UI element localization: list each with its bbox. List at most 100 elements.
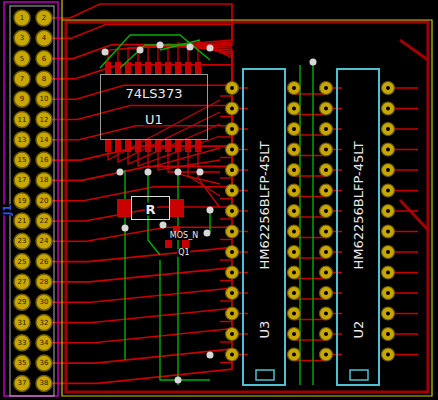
copper-trace (44, 61, 232, 160)
copper-trace (220, 321, 232, 322)
copper-trace (108, 40, 232, 62)
pad-hole (230, 291, 234, 295)
smd-pad (185, 140, 191, 152)
dip-pad (382, 266, 395, 279)
pin-number: 1 (20, 14, 24, 22)
header-pad (36, 233, 52, 249)
header-pad (36, 152, 52, 168)
smd-pad (165, 140, 171, 152)
header-pad (36, 193, 52, 209)
pin-number: 11 (18, 116, 27, 124)
header-pad (14, 71, 30, 87)
dip-pad (320, 266, 333, 279)
reference-designator: U2 (352, 320, 365, 340)
dip-pad (320, 287, 333, 300)
pad-hole (324, 230, 328, 234)
copper-trace (188, 42, 232, 62)
pad-hole (292, 127, 296, 131)
pad-hole (324, 189, 328, 193)
dip-pad (226, 287, 239, 300)
dip-pad (382, 205, 395, 218)
header-pad (36, 112, 52, 128)
copper-trace (220, 157, 232, 158)
header-pad (36, 71, 52, 87)
copper-trace (44, 67, 232, 201)
dip-pad (226, 266, 239, 279)
pad-hole (292, 271, 296, 275)
transistor-symbol: MOS_NQ1 (156, 226, 212, 260)
dip-pad (320, 246, 333, 259)
copper-trace (44, 55, 232, 120)
dip-pad (288, 266, 301, 279)
pin-number: 31 (18, 319, 27, 327)
dip-pad (288, 184, 301, 197)
copper-trace (188, 152, 220, 196)
pin-number: 15 (18, 156, 27, 164)
header-pad (36, 91, 52, 107)
dip-pad (226, 102, 239, 115)
copper-trace (44, 355, 232, 384)
copper-traces (44, 4, 428, 392)
via (207, 45, 214, 52)
pad-hole (324, 107, 328, 111)
copper-trace (178, 43, 232, 62)
pad-hole (386, 189, 390, 193)
bottom-trace (160, 40, 200, 50)
copper-trace (220, 136, 232, 137)
dip-pad (288, 82, 301, 95)
dip-pad (382, 143, 395, 156)
pin-number: 29 (18, 298, 27, 306)
via (122, 225, 129, 232)
copper-trace (220, 177, 232, 178)
pad-hole (324, 86, 328, 90)
dip-pad (226, 205, 239, 218)
copper-trace (168, 152, 220, 172)
pin-number: 23 (18, 237, 27, 245)
pad-hole (230, 271, 234, 275)
pad-hole (230, 168, 234, 172)
smd-pad (145, 62, 151, 74)
pin-number: 12 (40, 116, 49, 124)
via (160, 222, 167, 229)
copper-trace (220, 239, 232, 240)
resistor-pad (117, 199, 131, 217)
copper-trace (44, 293, 232, 323)
smd-pad (175, 140, 181, 152)
via (310, 59, 317, 66)
via (197, 169, 204, 176)
transistor-pad (165, 240, 172, 248)
pad-hole (386, 86, 390, 90)
pad-hole (292, 189, 296, 193)
smd-pad (195, 140, 201, 152)
copper-trace (198, 41, 232, 62)
copper-trace (220, 218, 232, 219)
pin-number: 9 (20, 95, 24, 103)
pad-hole (230, 312, 234, 316)
ic-u1: 74LS373U1 (100, 74, 208, 140)
header-pad (36, 132, 52, 148)
pad-hole (292, 209, 296, 213)
via (187, 44, 194, 51)
dip-pad (320, 123, 333, 136)
header-pad (36, 294, 52, 310)
part-value: MOS_N (169, 232, 199, 240)
smd-pad (185, 62, 191, 74)
pad-hole (292, 230, 296, 234)
via (145, 169, 152, 176)
pin-number: 21 (18, 217, 27, 225)
pad-hole (292, 86, 296, 90)
pad-hole (230, 148, 234, 152)
pin-number: 2 (42, 14, 46, 22)
reference-designator: U3 (258, 320, 271, 340)
copper-trace (158, 152, 220, 170)
smd-pad (105, 62, 111, 74)
via (175, 377, 182, 384)
dip-pad (320, 143, 333, 156)
pin-number: 14 (40, 136, 49, 144)
pad-hole (230, 209, 234, 213)
dip-pad (288, 287, 301, 300)
pad-hole (386, 148, 390, 152)
pin-number: 27 (18, 278, 27, 286)
pin-number: 17 (18, 176, 27, 184)
